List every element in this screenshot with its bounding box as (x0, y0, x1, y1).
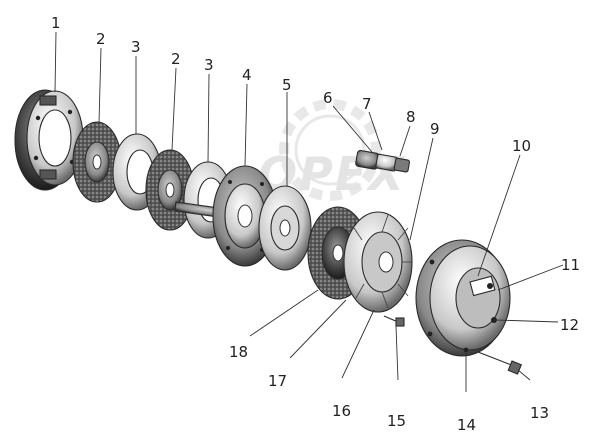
callout-labels: 1 2 3 2 3 4 5 6 7 8 9 10 11 12 13 14 15 … (51, 14, 580, 434)
callout-11: 11 (561, 256, 580, 274)
callout-3a: 3 (131, 38, 141, 56)
callout-7: 7 (362, 95, 372, 113)
callout-13: 13 (530, 404, 549, 422)
part-2a-friction-disc (72, 121, 122, 203)
part-13-long-bolt (477, 351, 522, 375)
part-10-housing (415, 239, 511, 357)
watermark-gear-icon (279, 99, 381, 201)
part-17-hub-plate (343, 211, 413, 313)
callout-18: 18 (229, 343, 248, 361)
part-15-short-bolt (383, 315, 405, 327)
part-6-8-bearing-assembly (355, 149, 411, 173)
callout-12: 12 (560, 316, 579, 334)
part-1-clutch-cover (14, 89, 84, 191)
callout-10: 10 (512, 137, 531, 155)
callout-16: 16 (332, 402, 351, 420)
callout-17: 17 (268, 372, 287, 390)
callout-4: 4 (242, 66, 252, 84)
callout-1: 1 (51, 14, 61, 32)
callout-6: 6 (323, 89, 333, 107)
callout-14: 14 (457, 416, 476, 434)
callout-8: 8 (406, 108, 416, 126)
callout-2b: 2 (171, 50, 181, 68)
callout-3b: 3 (204, 56, 214, 74)
leader-lines (54, 31, 564, 392)
callout-2a: 2 (96, 30, 106, 48)
callout-5: 5 (282, 76, 292, 94)
part-5-diaphragm-spring (258, 185, 312, 271)
callout-9: 9 (430, 120, 440, 138)
callout-15: 15 (387, 412, 406, 430)
